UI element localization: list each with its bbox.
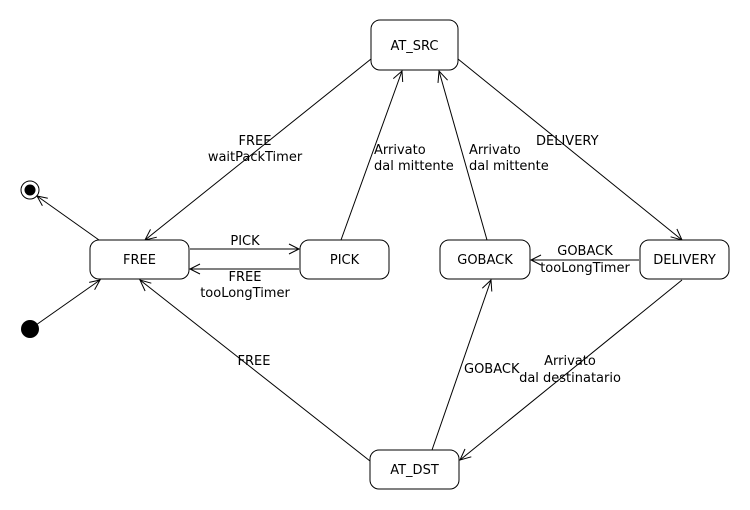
state-free-label: FREE — [123, 253, 156, 268]
label-line: PICK — [230, 234, 260, 249]
label-pick-to-free: FREE tooLongTimer — [200, 270, 290, 301]
state-at-src[interactable]: AT_SRC — [370, 19, 459, 71]
edge-delivery-to-goback — [529, 254, 639, 266]
state-pick-label: PICK — [330, 253, 360, 268]
label-line: DELIVERY — [536, 134, 599, 149]
label-at-src-to-delivery: DELIVERY — [536, 134, 599, 149]
edge-pick-to-free — [188, 263, 299, 275]
label-line: GOBACK — [464, 362, 520, 377]
label-line: FREE — [238, 354, 271, 369]
initial-state-icon — [21, 320, 39, 338]
label-line: waitPackTimer — [208, 150, 303, 165]
label-at-src-to-free: FREE waitPackTimer — [208, 134, 303, 165]
label-at-dst-to-goback: GOBACK — [464, 362, 520, 377]
label-line: dal destinatario — [519, 371, 621, 386]
state-pick[interactable]: PICK — [299, 239, 390, 280]
label-line: tooLongTimer — [200, 286, 290, 301]
label-delivery-to-goback: GOBACK tooLongTimer — [540, 244, 630, 276]
label-line: dal mittente — [469, 159, 549, 174]
label-line: FREE — [239, 134, 272, 149]
label-free-to-pick: PICK — [230, 234, 260, 249]
label-line: tooLongTimer — [540, 261, 630, 276]
state-goback[interactable]: GOBACK — [439, 239, 531, 280]
label-line: FREE — [229, 270, 262, 285]
label-line: Arrivato — [469, 143, 521, 158]
label-at-dst-to-free: FREE — [238, 354, 271, 369]
final-state-icon — [20, 180, 40, 200]
state-goback-label: GOBACK — [457, 253, 513, 268]
label-line: Arrivato — [544, 354, 596, 369]
label-line: dal mittente — [374, 159, 454, 174]
state-at-dst[interactable]: AT_DST — [369, 449, 460, 490]
state-at-src-label: AT_SRC — [390, 39, 438, 54]
edge-delivery-to-at-dst — [459, 279, 683, 461]
state-at-dst-label: AT_DST — [390, 463, 439, 478]
label-line: Arrivato — [374, 143, 426, 158]
state-free[interactable]: FREE — [89, 239, 190, 280]
edge-pick-to-at-src — [340, 69, 404, 241]
edge-initial-to-free — [35, 279, 101, 326]
edge-at-dst-to-goback — [431, 278, 493, 451]
label-line: GOBACK — [557, 244, 613, 259]
edge-free-to-pick — [190, 243, 301, 255]
label-delivery-to-at-dst: Arrivato dal destinatario — [519, 354, 621, 386]
label-goback-to-at-src: Arrivato dal mittente — [469, 143, 549, 174]
label-pick-to-at-src: Arrivato dal mittente — [374, 143, 454, 174]
edge-goback-to-at-src — [437, 69, 488, 241]
edge-free-to-final — [36, 195, 100, 241]
state-delivery-label: DELIVERY — [653, 253, 716, 268]
state-delivery[interactable]: DELIVERY — [639, 239, 730, 280]
edge-at-dst-to-free — [139, 279, 371, 462]
